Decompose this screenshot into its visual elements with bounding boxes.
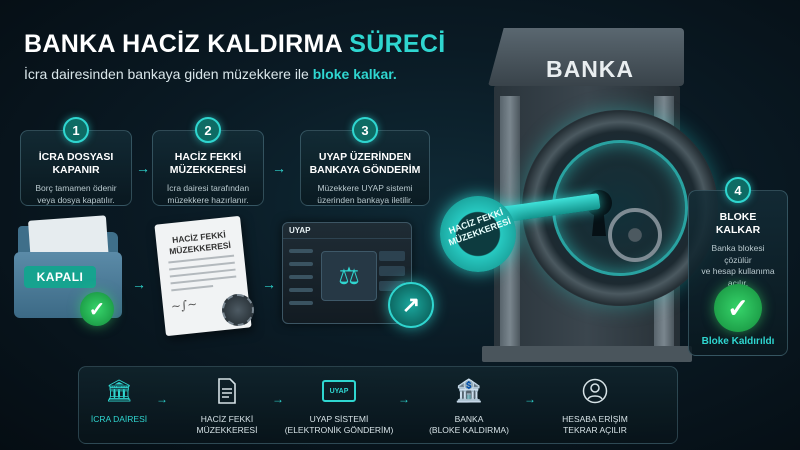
- document-icon: [172, 376, 282, 406]
- step-card-2: 2 HACİZ FEKKİ MÜZEKKERESİ İcra dairesi t…: [152, 117, 264, 206]
- step-desc-3: Müzekkere UYAP sistemi üzerinden bankaya…: [317, 183, 413, 205]
- step-title-4: BLOKE KALKAR: [715, 211, 761, 237]
- flow-item-muzekkere: HACİZ FEKKİ MÜZEKKERESİ: [172, 376, 282, 436]
- step-desc-4: Banka blokesi çözülür ve hesap kullanıma…: [701, 243, 775, 288]
- bank-roof: [488, 28, 684, 86]
- key-icon: [440, 196, 516, 272]
- flow-item-banka: 🏦 BANKA (BLOKE KALDIRMA): [414, 376, 524, 436]
- step-title-2: HACİZ FEKKİ MÜZEKKERESİ: [169, 151, 247, 177]
- page-title: BANKA HACİZ KALDIRMA SÜRECİ: [24, 30, 446, 59]
- step-card-3: 3 UYAP ÜZERİNDEN BANKAYA GÖNDERİM Müzekk…: [300, 117, 430, 206]
- process-flow-bar: [78, 366, 678, 444]
- scales-icon: ⚖: [321, 251, 377, 301]
- check-icon: ✓: [714, 284, 762, 332]
- step-desc-2: İcra dairesi tarafından müzekkere hazırl…: [166, 183, 250, 205]
- title-main: BANKA HACİZ KALDIRMA: [24, 30, 342, 58]
- vault-wheel-icon: [608, 208, 662, 262]
- step-card-1: 1 İCRA DOSYASI KAPANIR Borç tamamen öden…: [20, 117, 132, 206]
- uyap-badge: UYAP: [322, 380, 356, 402]
- seal-icon: [222, 294, 254, 326]
- courthouse-icon: 🏛: [105, 378, 133, 403]
- uyap-right-panel: [379, 251, 405, 296]
- arrow-icon: →: [156, 392, 168, 406]
- step-number-3: 3: [352, 117, 378, 143]
- bank-base: [482, 346, 692, 362]
- step-title-1: İCRA DOSYASI KAPANIR: [38, 151, 114, 177]
- arrow-icon: →: [272, 392, 284, 406]
- step-number-4: 4: [725, 177, 751, 203]
- arrow-icon: →: [132, 276, 146, 292]
- arrow-icon: →: [272, 160, 286, 176]
- send-arrow-icon: ↗: [388, 282, 434, 328]
- page-subtitle: İcra dairesinden bankaya giden müzekkere…: [24, 66, 397, 82]
- flow-item-hesap: HESABA ERİŞİM TEKRAR AÇILIR: [540, 376, 650, 436]
- subtitle-accent: bloke kalkar.: [312, 66, 397, 82]
- uyap-sidebar: [289, 249, 313, 314]
- flow-item-uyap: UYAP UYAP SİSTEMİ (ELEKTRONİK GÖNDERİM): [284, 376, 394, 436]
- keyhole-slot: [592, 208, 606, 236]
- bank-icon: 🏦: [455, 378, 483, 403]
- folder-closed-label: KAPALI: [24, 266, 96, 288]
- bank-label: BANKA: [545, 56, 635, 82]
- flow-item-icra: 🏛 İCRA DAİRESİ: [64, 376, 174, 425]
- arrow-icon: →: [262, 276, 276, 292]
- arrow-icon: →: [136, 160, 150, 176]
- bloke-status-label: Bloke Kaldırıldı: [701, 336, 775, 347]
- step-number-2: 2: [195, 117, 221, 143]
- uyap-window: UYAP ⚖: [282, 222, 412, 324]
- arrow-icon: →: [524, 392, 536, 406]
- step-number-1: 1: [63, 117, 89, 143]
- monitor-icon: UYAP: [284, 376, 394, 406]
- doc-title: HACİZ FEKKİ MÜZEKKERESİ: [168, 229, 232, 256]
- arrow-icon: →: [398, 392, 410, 406]
- step-desc-1: Borç tamamen ödenir veya dosya kapatılır…: [35, 183, 117, 205]
- title-accent: SÜRECİ: [349, 30, 446, 58]
- user-icon: [540, 376, 650, 406]
- step-title-3: UYAP ÜZERİNDEN BANKAYA GÖNDERİM: [309, 151, 421, 177]
- uyap-logo: UYAP: [289, 226, 311, 235]
- check-icon: ✓: [80, 292, 114, 326]
- subtitle-main: İcra dairesinden bankaya giden müzekkere…: [24, 66, 309, 82]
